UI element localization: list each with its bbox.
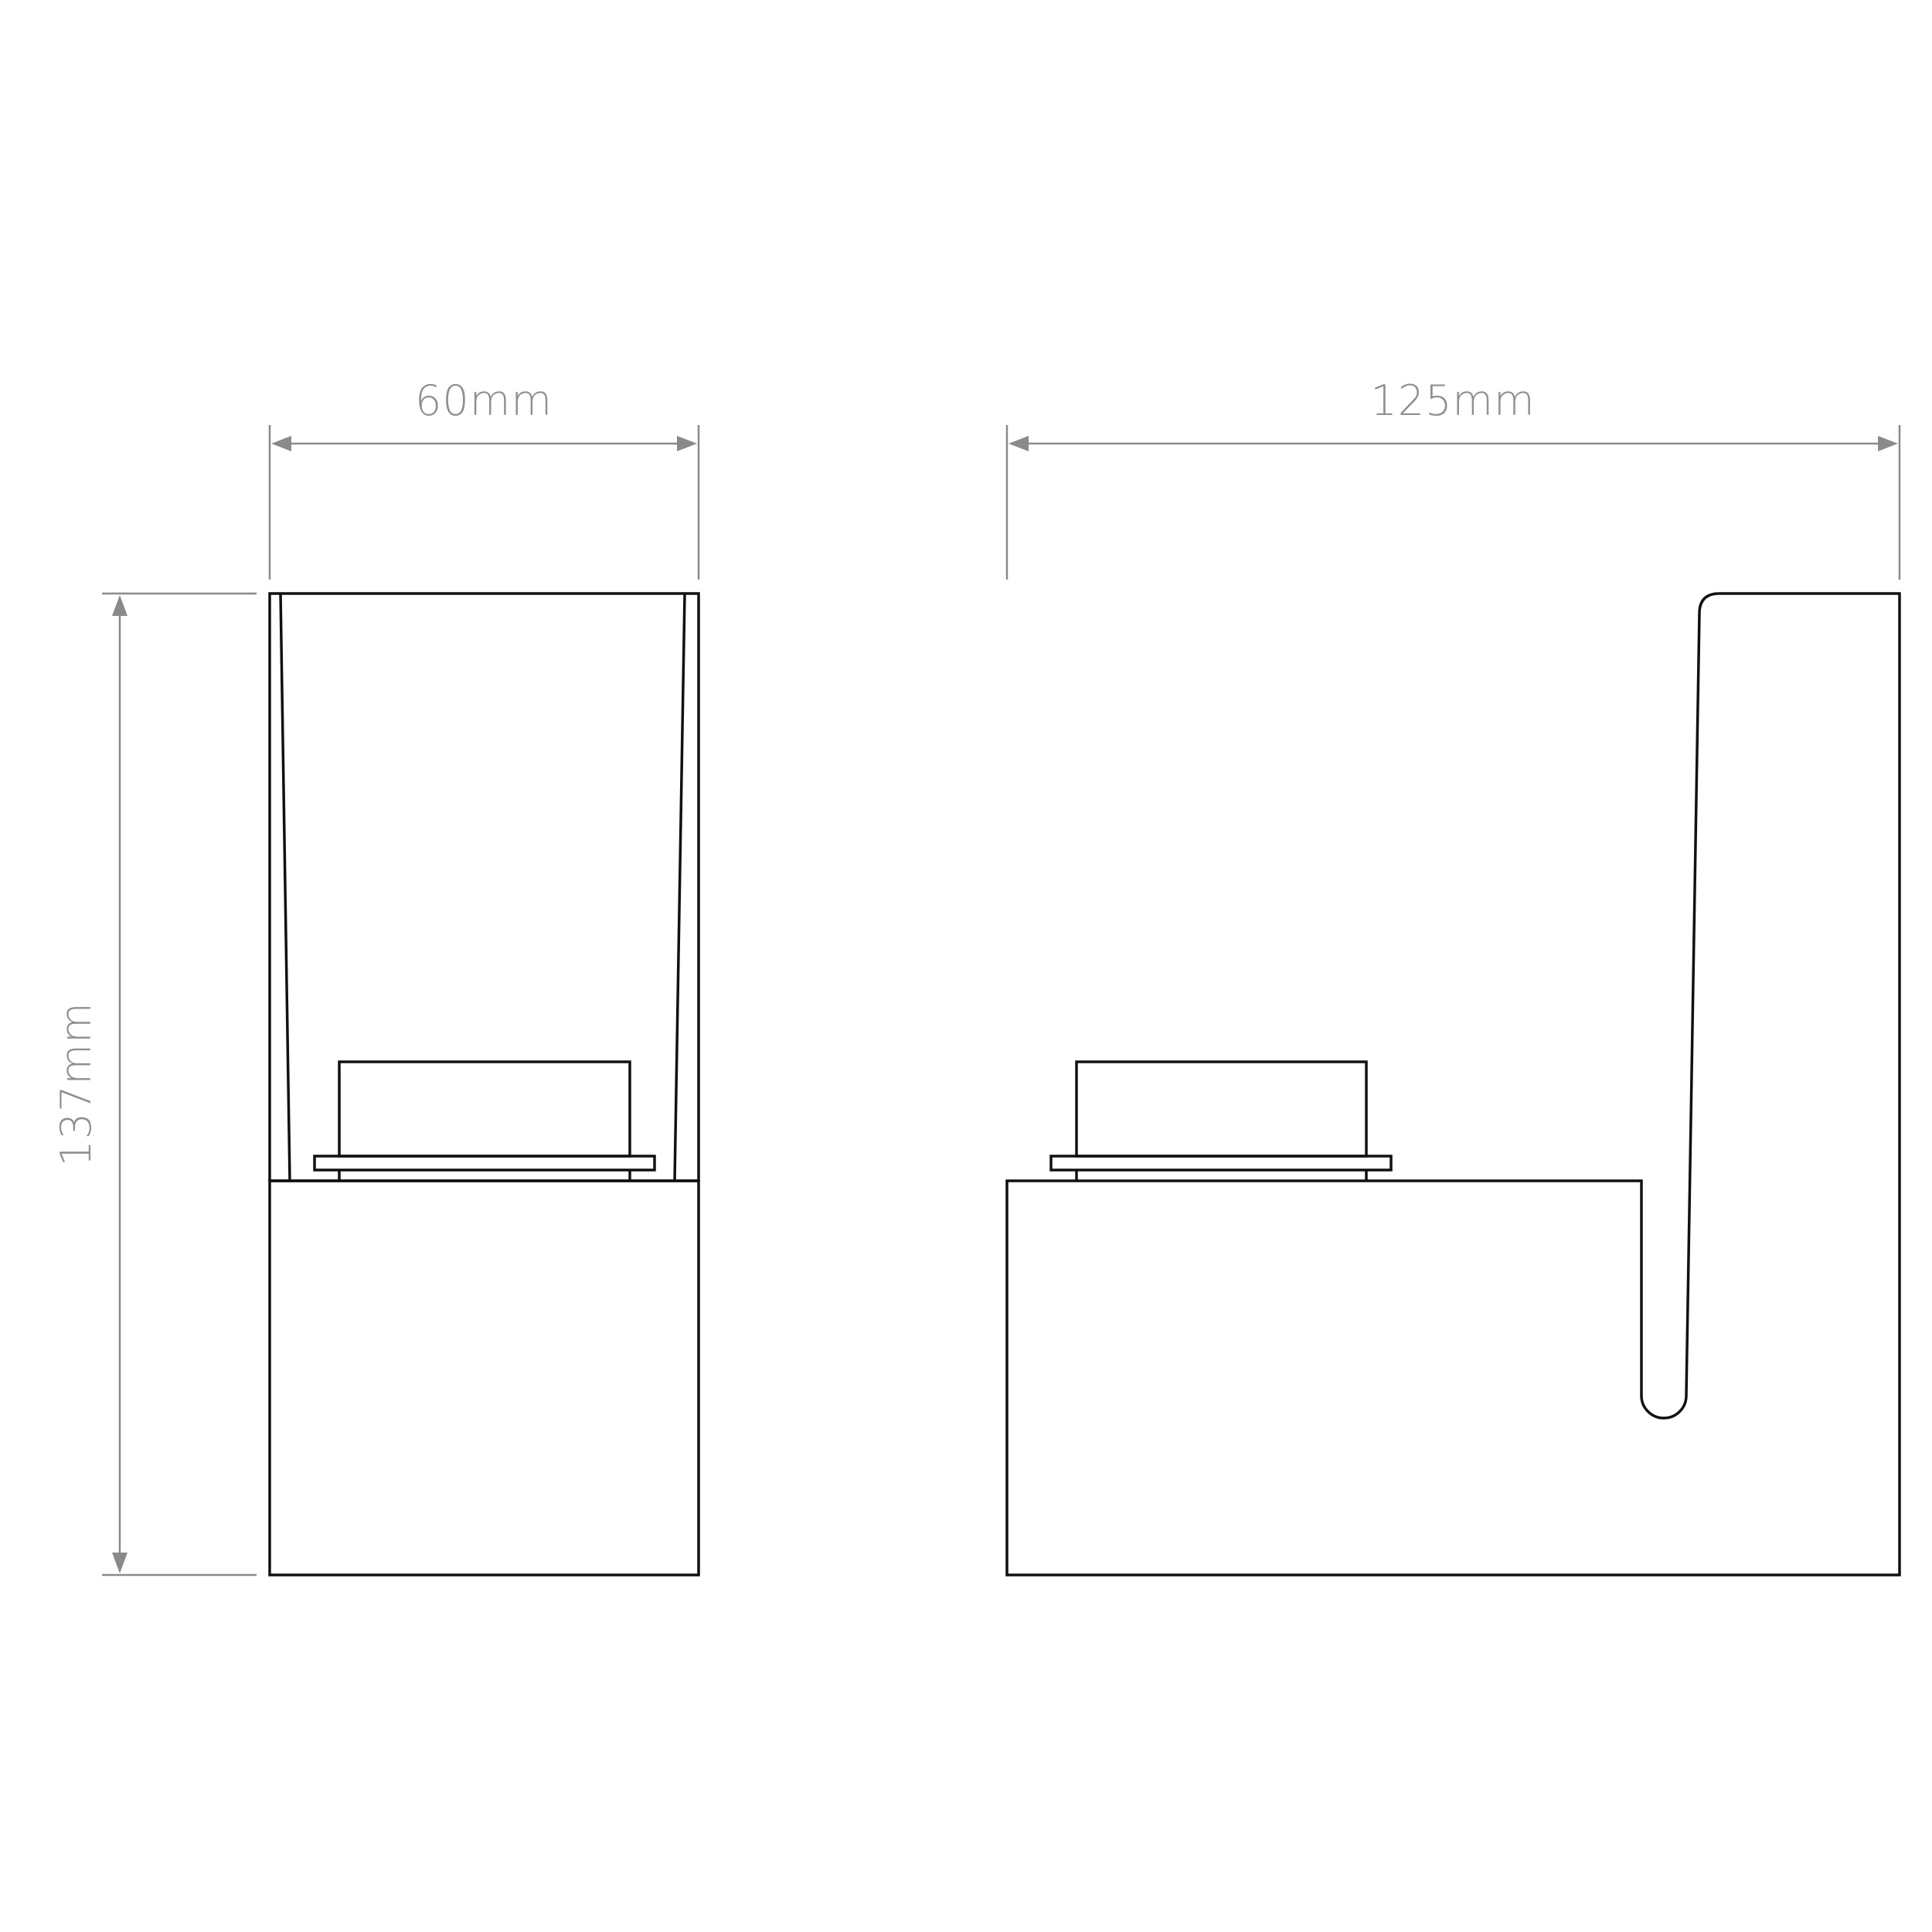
front-view: [268, 592, 700, 1577]
front-shade-outer: [268, 592, 700, 1182]
front-shade-taper-left: [279, 593, 291, 1182]
side-lamp-flange: [1049, 1155, 1393, 1172]
front-base-block: [268, 1179, 700, 1577]
front-lamp-flange: [313, 1155, 656, 1172]
side-lamp-holder: [1075, 1060, 1368, 1158]
front-lamp-holder: [338, 1060, 631, 1158]
side-width-label: 125mm: [1370, 376, 1535, 425]
side-width-dimension: 125mm: [1005, 376, 1901, 580]
side-width-arrow-right: [1878, 436, 1898, 451]
front-shade-taper-right: [673, 593, 686, 1182]
height-arrow-top: [112, 595, 128, 616]
front-width-label: 60mm: [415, 376, 553, 425]
height-label: 137mm: [52, 1002, 100, 1166]
height-arrow-bottom: [112, 1553, 128, 1573]
front-width-dimension: 60mm: [268, 376, 700, 580]
side-body-outline: [1005, 592, 1901, 1577]
front-width-arrow-left: [271, 436, 291, 451]
front-width-arrow-right: [677, 436, 697, 451]
side-width-arrow-left: [1009, 436, 1029, 451]
side-view: [1005, 592, 1901, 1577]
height-dimension: 137mm: [52, 592, 257, 1577]
